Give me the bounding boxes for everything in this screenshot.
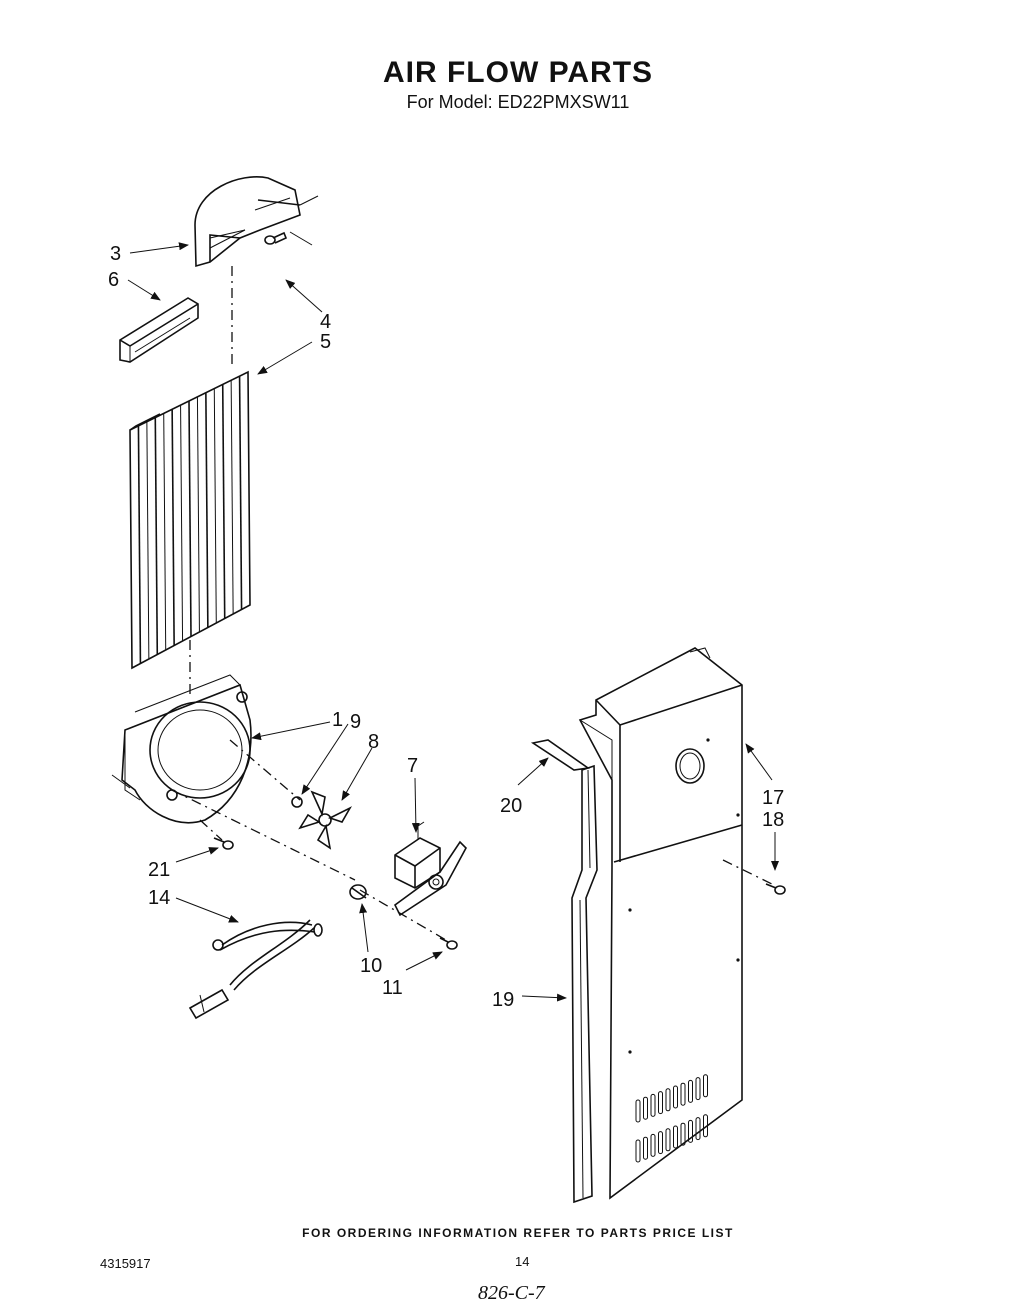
part-10-grommet	[349, 884, 367, 900]
cover-rib	[137, 425, 142, 664]
part-5-evaporator-cover	[129, 370, 251, 670]
callout-10: 10	[360, 955, 382, 977]
assembly-line	[171, 789, 356, 881]
cover-rib	[171, 409, 175, 646]
part-20-gasket	[530, 739, 591, 771]
callout-20: 20	[500, 795, 522, 817]
vent-slot	[635, 1099, 641, 1123]
callout-9: 9	[350, 711, 361, 733]
part-1-fan-shroud	[111, 674, 252, 824]
assembly-line	[722, 859, 777, 887]
vent-slot	[658, 1131, 663, 1155]
callout-6: 6	[108, 269, 119, 291]
vent-slot	[650, 1093, 656, 1117]
vent-slot	[695, 1117, 701, 1141]
part-21-screw	[213, 837, 234, 850]
part-8-fan-blade	[298, 790, 353, 850]
part-17-rear-panel	[578, 647, 743, 1200]
callout-3: 3	[110, 243, 121, 265]
vent-slot	[673, 1085, 678, 1109]
vent-slot	[688, 1119, 693, 1143]
cover-rib	[196, 396, 200, 633]
part-11-screw	[439, 937, 458, 950]
cover-rib	[163, 413, 167, 651]
callout-8: 8	[368, 731, 379, 753]
assembly-line	[229, 739, 301, 801]
ordering-info-note: FOR ORDERING INFORMATION REFER TO PARTS …	[302, 1226, 734, 1240]
callout-17: 17	[762, 787, 784, 809]
callout-5: 5	[320, 331, 331, 353]
leader-lines	[127, 242, 779, 1002]
callout-21: 21	[148, 859, 170, 881]
vent-slot	[703, 1114, 708, 1138]
part-7-fan-motor	[393, 821, 467, 917]
vent-slot	[680, 1122, 686, 1146]
vent-slot	[643, 1096, 648, 1120]
cover-rib	[238, 376, 243, 610]
callout-11: 11	[382, 977, 403, 999]
vent-slot	[703, 1074, 708, 1098]
handwritten-note: 826-C-7	[478, 1282, 545, 1304]
vent-slot	[665, 1128, 671, 1152]
vent-slot	[650, 1133, 656, 1157]
cover-rib	[154, 417, 159, 655]
cover-rib	[213, 388, 217, 624]
vent-slot	[688, 1079, 693, 1103]
vent-slot	[673, 1125, 678, 1149]
cover-rib	[188, 400, 192, 637]
part-3-air-duct	[194, 176, 319, 268]
assembly-line	[359, 889, 447, 941]
vent-slot	[643, 1136, 648, 1160]
vent-slot	[658, 1091, 663, 1115]
assembly-line	[199, 819, 223, 841]
vent-slot	[635, 1139, 641, 1163]
cover-rib	[146, 421, 150, 660]
vent-slot	[665, 1088, 671, 1112]
cover-rib	[230, 380, 234, 615]
vent-slot	[680, 1082, 686, 1106]
document-number: 4315917	[100, 1256, 151, 1271]
cover-rib	[180, 405, 184, 642]
callout-19: 19	[492, 989, 514, 1011]
vent-slot	[695, 1077, 701, 1101]
callout-14: 14	[148, 887, 170, 909]
cover-rib	[221, 384, 226, 619]
cover-rib	[205, 392, 209, 628]
part-18-screw	[765, 883, 786, 895]
part-14-wire-harness	[188, 919, 323, 1020]
callout-1: 1	[332, 709, 343, 731]
page-number: 14	[515, 1254, 530, 1269]
part-6-air-deflector	[119, 297, 199, 363]
model-subtitle: For Model: ED22PMXSW11	[406, 92, 630, 112]
callout-7: 7	[407, 755, 418, 777]
page-title: AIR FLOW PARTS	[382, 56, 654, 89]
part-9-nut	[291, 796, 303, 808]
callout-18: 18	[762, 809, 784, 831]
part-4-screw	[264, 231, 288, 245]
callout-4: 4	[320, 311, 331, 333]
part-19-side-strip	[571, 764, 598, 1204]
